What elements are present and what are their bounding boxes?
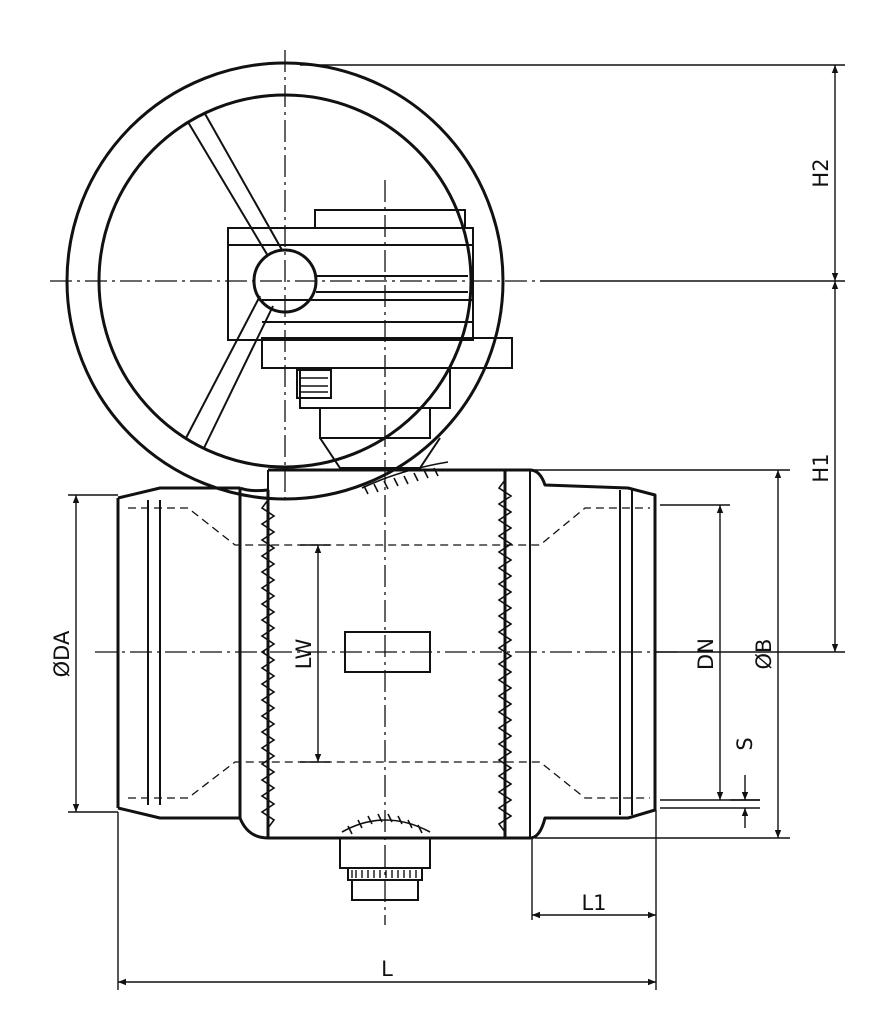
label-l: L (381, 957, 393, 981)
valve-body (116, 461, 657, 901)
handwheel (65, 61, 505, 501)
gearbox (227, 209, 513, 469)
dimension-lines (68, 64, 845, 990)
label-b: ØB (752, 639, 776, 670)
label-s: S (733, 737, 757, 750)
label-lw: LW (292, 639, 316, 670)
bolt-icon (296, 369, 332, 399)
center-lines (50, 50, 680, 925)
label-h1: H1 (809, 453, 833, 482)
dimension-labels: H2 H1 ØB DN S ØDA LW L1 L (50, 158, 833, 981)
label-l1: L1 (581, 891, 606, 915)
label-dn: DN (694, 638, 718, 670)
label-da: ØDA (50, 630, 74, 677)
label-h2: H2 (809, 158, 833, 187)
